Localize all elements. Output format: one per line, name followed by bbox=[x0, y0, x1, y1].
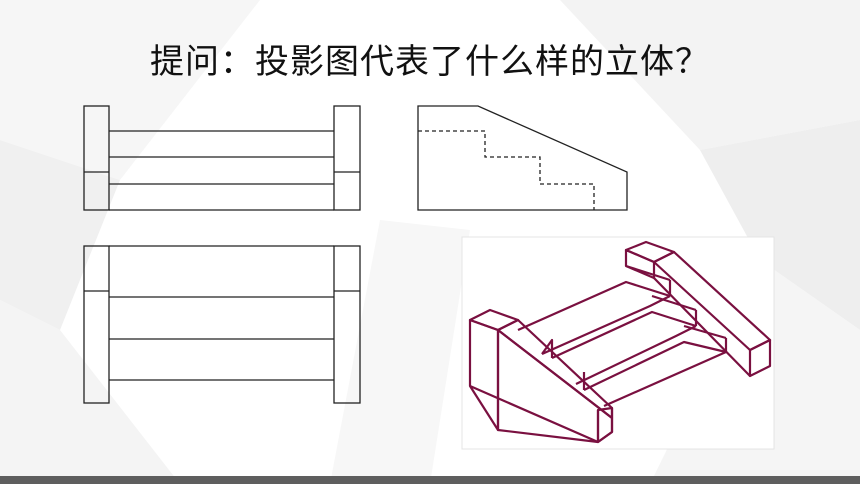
isometric-solid bbox=[468, 240, 772, 444]
question-title: 提问：投影图代表了什么样的立体？ bbox=[150, 42, 710, 82]
front-view bbox=[83, 105, 361, 211]
top-view bbox=[83, 245, 361, 404]
side-view bbox=[417, 105, 628, 211]
bottom-bar bbox=[0, 476, 860, 484]
isometric-frame bbox=[461, 236, 775, 450]
